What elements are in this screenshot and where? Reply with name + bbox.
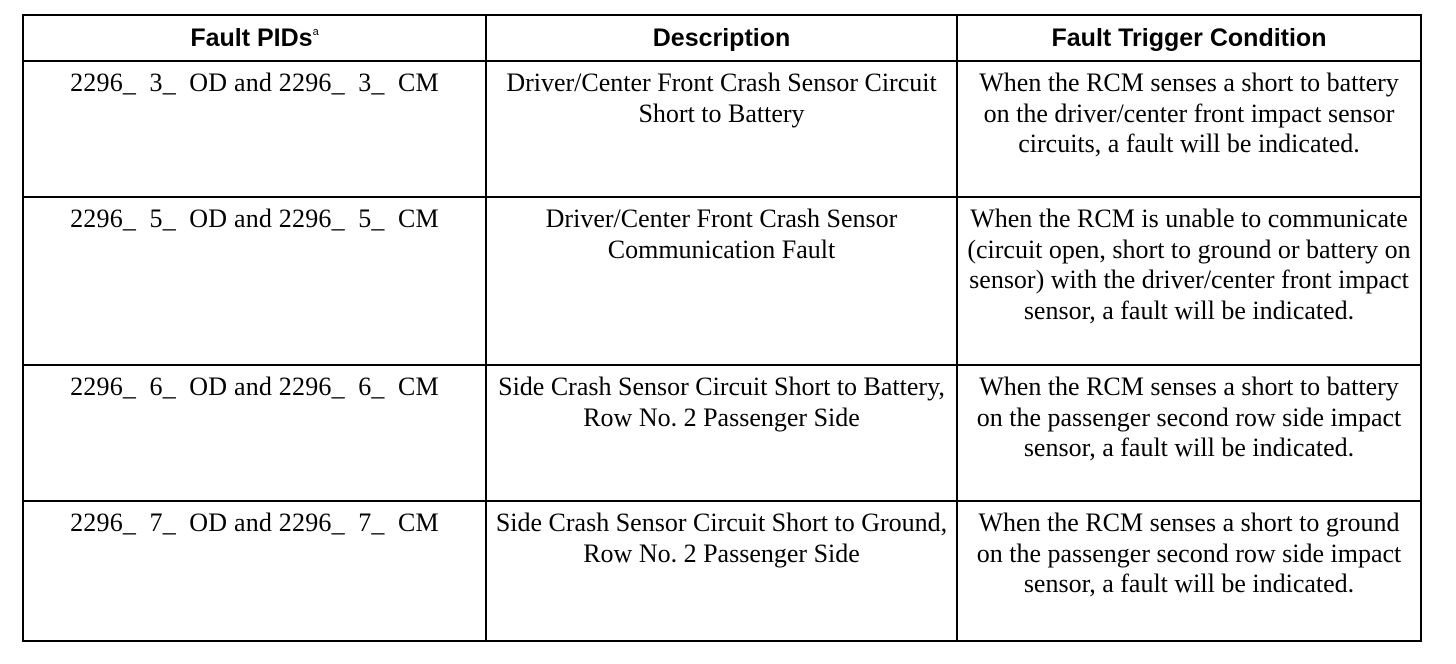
table-row: 2296_ 7_ OD and 2296_ 7_ CM Side Crash S… [22, 500, 1422, 642]
table-row: 2296_ 3_ OD and 2296_ 3_ CM Driver/Cente… [22, 60, 1422, 198]
description-cell: Side Crash Sensor Circuit Short to Batte… [485, 364, 958, 502]
fault-table: Fault PIDsa Description Fault Trigger Co… [22, 14, 1422, 642]
description-cell: Side Crash Sensor Circuit Short to Groun… [485, 500, 958, 642]
fault-pid-cell: 2296_ 5_ OD and 2296_ 5_ CM [22, 196, 487, 366]
fault-pid-cell: 2296_ 3_ OD and 2296_ 3_ CM [22, 60, 487, 198]
trigger-condition-cell: When the RCM senses a short to battery o… [956, 60, 1422, 198]
header-fault-pids-label: Fault PIDs [190, 24, 313, 52]
table-body: 2296_ 3_ OD and 2296_ 3_ CM Driver/Cente… [22, 60, 1422, 642]
header-fault-pids: Fault PIDsa [22, 14, 487, 62]
fault-pid-cell: 2296_ 6_ OD and 2296_ 6_ CM [22, 364, 487, 502]
table-row: 2296_ 5_ OD and 2296_ 5_ CM Driver/Cente… [22, 196, 1422, 366]
fault-pid-cell: 2296_ 7_ OD and 2296_ 7_ CM [22, 500, 487, 642]
trigger-condition-cell: When the RCM senses a short to ground on… [956, 500, 1422, 642]
header-description: Description [485, 14, 958, 62]
header-row: Fault PIDsa Description Fault Trigger Co… [22, 14, 1422, 62]
description-cell: Driver/Center Front Crash Sensor Communi… [485, 196, 958, 366]
footnote-marker: a [312, 26, 319, 38]
trigger-condition-cell: When the RCM is unable to communicate (c… [956, 196, 1422, 366]
table-row: 2296_ 6_ OD and 2296_ 6_ CM Side Crash S… [22, 364, 1422, 502]
table-header: Fault PIDsa Description Fault Trigger Co… [22, 14, 1422, 62]
trigger-condition-cell: When the RCM senses a short to battery o… [956, 364, 1422, 502]
header-trigger-condition: Fault Trigger Condition [956, 14, 1422, 62]
description-cell: Driver/Center Front Crash Sensor Circuit… [485, 60, 958, 198]
